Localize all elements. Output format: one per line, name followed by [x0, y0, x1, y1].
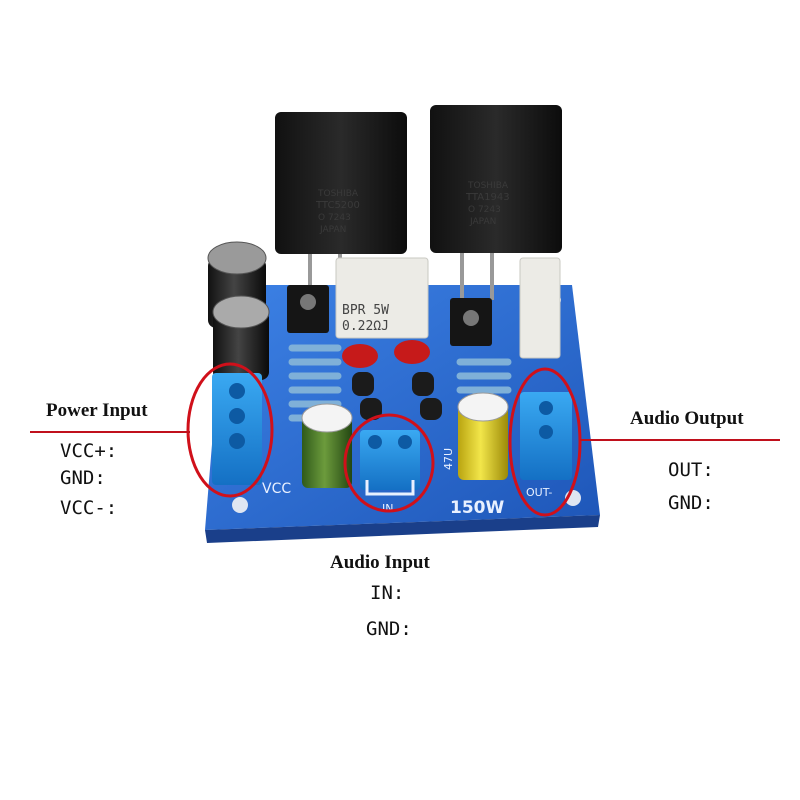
audio-input-highlight — [343, 413, 435, 513]
silk-150w: 150W — [450, 498, 504, 518]
small-transistors — [352, 372, 442, 420]
power-input-terminal — [212, 373, 262, 485]
power-pin-vcc-minus: VCC-: — [60, 497, 118, 519]
audio-output-pin-out: OUT: — [668, 459, 714, 481]
audio-output-pin-gnd: GND: — [668, 492, 714, 514]
audio-input-pin-in: IN: — [370, 582, 405, 604]
power-input-highlight — [186, 362, 274, 498]
silk-out: OUT- — [526, 486, 552, 499]
power-pin-gnd: GND: — [60, 467, 106, 489]
transistor-right-line1: TOSHIBA — [467, 181, 509, 191]
transistor-left-line1: TOSHIBA — [317, 189, 359, 199]
driver-transistor-right — [450, 298, 492, 346]
audio-input-pin-gnd: GND: — [366, 618, 412, 640]
resistor-label-1: BPR 5W — [342, 303, 389, 318]
resistor-label-2: 0.22ΩJ — [342, 319, 389, 334]
audio-output-terminal — [520, 392, 572, 480]
silk-vcc: VCC — [262, 481, 291, 497]
power-input-title: Power Input — [46, 400, 148, 421]
driver-transistor-left — [287, 285, 329, 333]
power-pin-vcc-plus: VCC+: — [60, 440, 118, 462]
callout-lines — [30, 431, 780, 441]
audio-output-title: Audio Output — [630, 408, 744, 429]
transistor-left-line2: TTC5200 — [315, 200, 360, 211]
capacitor-yellow — [457, 392, 509, 480]
audio-output-highlight — [508, 367, 582, 517]
cement-resistor-right — [519, 257, 561, 359]
transistor-left-line4: JAPAN — [319, 225, 346, 235]
silk-in: IN — [382, 502, 393, 515]
transistor-right-line3: O 7243 — [468, 205, 501, 215]
highlight-rings — [186, 362, 582, 517]
audio-input-terminal — [360, 430, 420, 496]
audio-input-title: Audio Input — [330, 552, 430, 573]
transistor-left-line3: O 7243 — [318, 213, 351, 223]
transistor-right-line4: JAPAN — [469, 217, 496, 227]
film-capacitors — [342, 340, 430, 368]
cement-resistor-left: BPR 5W 0.22ΩJ — [335, 257, 429, 339]
capacitor-green — [301, 403, 353, 488]
transistor-right: TOSHIBA TTA1943 O 7243 JAPAN — [430, 105, 562, 300]
transistor-right-line2: TTA1943 — [465, 192, 510, 203]
silk-47u: 47U — [442, 448, 455, 470]
capacitor-black-bottom — [212, 295, 270, 380]
